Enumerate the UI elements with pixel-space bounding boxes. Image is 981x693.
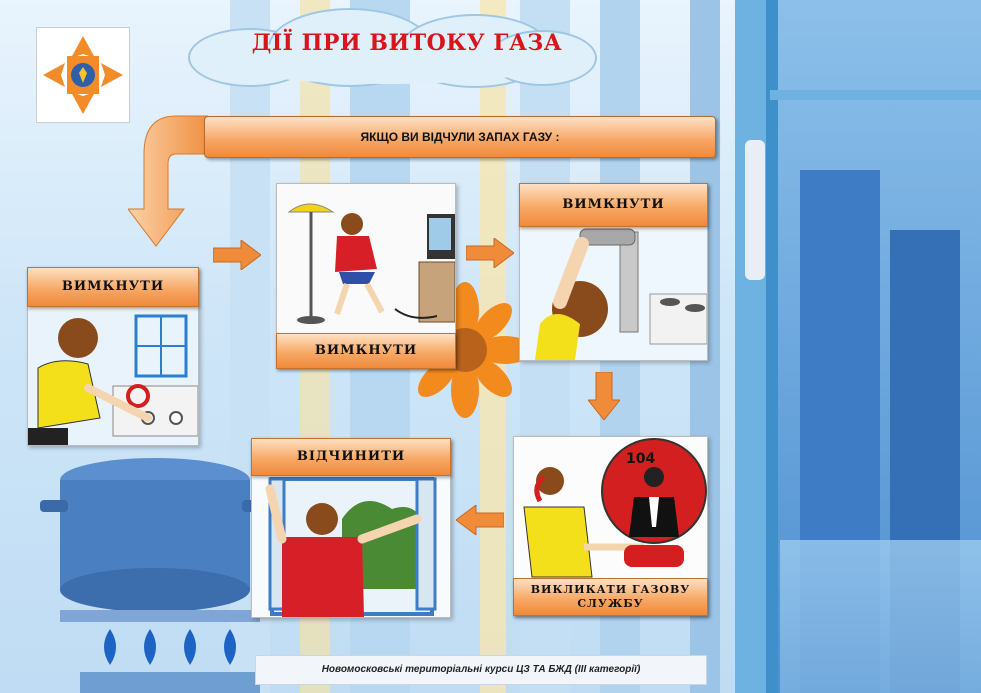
pot-on-stove-illustration (40, 458, 270, 693)
step-4-label-line2: СЛУЖБУ (577, 597, 644, 610)
window-sill (780, 540, 981, 693)
step-2-label: ВИМКНУТИ (276, 333, 456, 369)
civil-protection-logo (36, 27, 130, 123)
step-1-label: ВИМКНУТИ (27, 267, 199, 307)
arrow-right-icon (213, 240, 261, 270)
step-3-label: ВИМКНУТИ (519, 183, 708, 227)
window-handle (745, 140, 765, 280)
step-4-label-line1: ВИКЛИКАТИ ГАЗОВУ (530, 583, 691, 597)
instruction-banner: ЯКЩО ВИ ВІДЧУЛИ ЗАПАХ ГАЗУ : (204, 116, 716, 158)
step-4-label: ВИКЛИКАТИ ГАЗОВУ СЛУЖБУ (513, 578, 708, 616)
footer-caption: Новомосковські територіальні курси ЦЗ ТА… (255, 655, 707, 685)
arrow-right-icon (466, 238, 514, 268)
arrow-left-icon (456, 505, 504, 535)
page-title: ДІЇ ПРИ ВИТОКУ ГАЗА (251, 30, 563, 56)
window-frame (766, 0, 778, 693)
curved-arrow-icon (128, 115, 208, 247)
window-frame (770, 90, 981, 100)
arrow-down-icon (588, 372, 620, 420)
star-emblem-icon (43, 36, 123, 114)
step-5-label: ВІДЧИНИТИ (251, 438, 451, 476)
emergency-number: 104 (626, 451, 655, 467)
title-cloud (178, 8, 598, 88)
banner-text: ЯКЩО ВИ ВІДЧУЛИ ЗАПАХ ГАЗУ : (360, 130, 560, 144)
